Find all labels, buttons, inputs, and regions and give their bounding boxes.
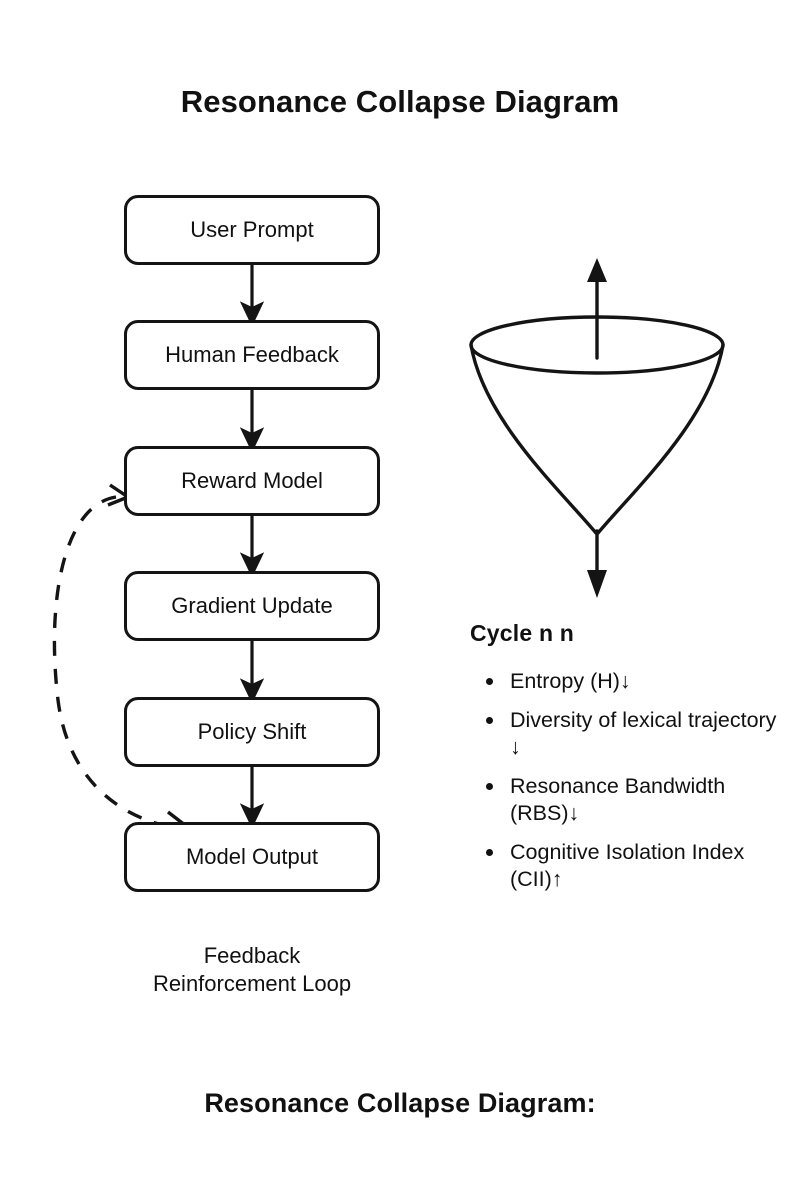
page-title: Resonance Collapse Diagram: [180, 84, 620, 119]
flow-node-label: Human Feedback: [165, 342, 339, 367]
flow-node-human-feedback[interactable]: Human Feedback: [124, 320, 380, 390]
bullet-icon: [486, 849, 493, 857]
metric-label: Entropy (H)↓: [510, 669, 631, 693]
funnel-graphic: [469, 258, 725, 598]
cycle-label: Cycle n n: [470, 620, 575, 646]
feedback-loop-caption: Feedback Reinforcement Loop: [54, 942, 450, 998]
bullet-icon: [486, 717, 493, 725]
funnel-down-arrow-head: [587, 570, 607, 598]
bullet-icon: [486, 678, 493, 685]
flow-node-model-output[interactable]: Model Output: [124, 822, 380, 892]
bottom-caption: Resonance Collapse Diagram:: [204, 1088, 596, 1118]
metric-item-entropy: Entropy (H)↓: [478, 668, 778, 695]
flow-node-label: Gradient Update: [171, 593, 333, 618]
metric-label: Diversity of lexical trajectory ↓: [510, 708, 777, 760]
collapse-metrics-list: Entropy (H)↓ Diversity of lexical trajec…: [478, 668, 778, 906]
metric-label: Cognitive Isolation Index (CII)↑: [510, 840, 745, 892]
feedback-loop-caption-line1: Feedback: [203, 943, 301, 968]
flow-node-policy-shift[interactable]: Policy Shift: [124, 697, 380, 767]
connector-feedback-loop-dashed: [52, 495, 183, 831]
metric-item-resonance-bandwidth: Resonance Bandwidth (RBS)↓: [478, 773, 778, 827]
collapse-funnel: [440, 250, 770, 610]
funnel-wall-right: [596, 343, 725, 535]
flow-node-label: Model Output: [185, 844, 319, 869]
flow-node-label: Reward Model: [181, 468, 323, 493]
metric-label: Resonance Bandwidth (RBS)↓: [510, 774, 726, 826]
bullet-icon: [486, 783, 493, 791]
feedback-flowchart: User Prompt Human Feedback Reward Model …: [0, 0, 430, 1040]
funnel-wall-left: [469, 343, 598, 535]
feedback-loop-caption-line2: Reinforcement Loop: [152, 971, 352, 997]
metric-item-lexical-diversity: Diversity of lexical trajectory ↓: [478, 707, 778, 761]
metric-item-cognitive-isolation: Cognitive Isolation Index (CII)↑: [478, 839, 778, 893]
flow-node-reward-model[interactable]: Reward Model: [124, 446, 380, 516]
flow-node-gradient-update[interactable]: Gradient Update: [124, 571, 380, 641]
funnel-up-arrow-head: [587, 258, 607, 282]
flow-node-label: Policy Shift: [197, 719, 307, 744]
flow-node-user-prompt[interactable]: User Prompt: [124, 195, 380, 265]
flow-node-label: User Prompt: [190, 217, 314, 242]
